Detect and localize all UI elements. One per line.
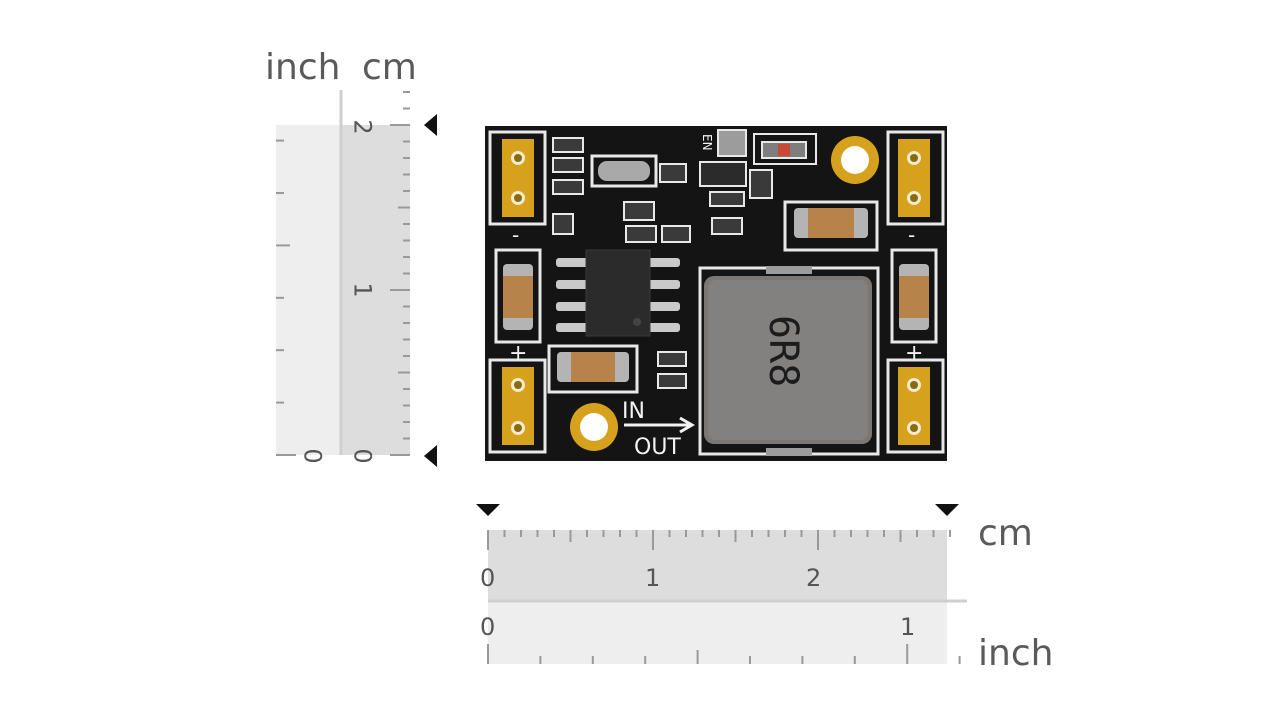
horizontal-inch-number-0: 0 — [480, 613, 496, 641]
capacitor-bottom-center — [547, 344, 639, 394]
capacitor-left — [494, 248, 542, 344]
horizontal-inch-band — [488, 602, 947, 664]
smd-components — [552, 129, 817, 389]
terminal-in-plus — [488, 358, 547, 454]
silk-en-label: EN — [700, 134, 714, 151]
vertical-bottom-marker-icon — [424, 445, 437, 467]
mounting-hole-bottom — [570, 403, 618, 451]
terminal-out-plus — [886, 358, 945, 454]
horizontal-left-marker-icon — [476, 504, 500, 516]
vertical-inch-label: inch — [265, 47, 341, 88]
silk-minus-right: - — [908, 223, 915, 247]
horizontal-inch-number-1: 1 — [900, 613, 916, 641]
vertical-top-marker-icon — [424, 114, 437, 136]
terminal-out-minus — [886, 130, 945, 226]
terminal-in-minus — [488, 130, 547, 226]
horizontal-cm-label: cm — [978, 513, 1033, 554]
ic-chip — [556, 249, 680, 337]
inductor-marking: 6R8 — [760, 315, 806, 387]
silk-plus-right: + — [905, 341, 923, 366]
vertical-cm-label: cm — [362, 47, 417, 88]
silk-in-label: IN — [622, 399, 645, 424]
diode-top — [590, 154, 658, 188]
silk-plus-left: + — [509, 341, 527, 366]
inductor — [698, 266, 880, 456]
silk-out-label: OUT — [634, 435, 681, 460]
horizontal-cm-number-1: 1 — [645, 564, 661, 592]
horizontal-right-marker-icon — [935, 504, 959, 516]
horizontal-cm-band — [488, 530, 947, 600]
capacitor-top-right — [783, 200, 879, 252]
horizontal-cm-number-0: 0 — [480, 564, 496, 592]
mounting-hole-top — [831, 136, 879, 184]
horizontal-cm-number-2: 2 — [806, 564, 822, 592]
vertical-inch-band — [276, 125, 340, 455]
silk-minus-left: - — [512, 223, 519, 247]
horizontal-inch-label: inch — [978, 633, 1054, 674]
capacitor-right — [890, 248, 938, 344]
